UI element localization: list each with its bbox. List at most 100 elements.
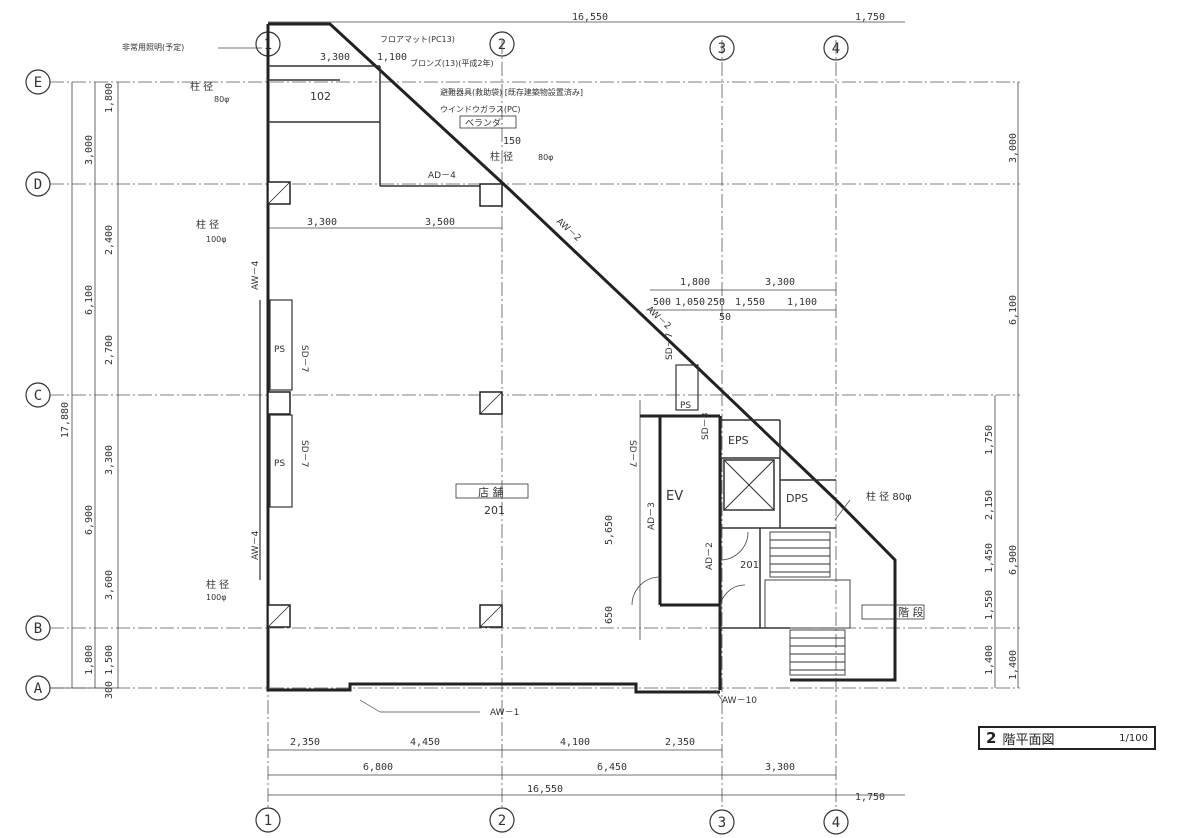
code-sd8: SD－8: [701, 412, 711, 440]
pillar-label-right: 柱 径 80φ: [866, 490, 912, 503]
room-ps-2: PS: [274, 459, 285, 469]
dim-overhang-right: 1,750: [855, 12, 885, 23]
code-ad2: AD－2: [705, 542, 715, 570]
pillar-size-low: 100φ: [206, 593, 227, 602]
dim-left-outer-10: 300: [104, 681, 115, 699]
code-aw4b: AW－4: [251, 530, 261, 560]
dim-right-inner-3: 1,550: [984, 590, 995, 620]
note-rail: 避難器具(救助袋) [既存建築物設置済み]: [440, 87, 583, 97]
dim-right-inner-2: 1,450: [984, 543, 995, 573]
pillar-size-top2: 80φ: [538, 153, 553, 162]
code-aw2a: AW－2: [554, 217, 582, 244]
stairs-tag: [861, 604, 925, 620]
drawing-title: 階平面図: [1002, 732, 1055, 748]
pillar-label-top: 柱 径: [190, 80, 213, 93]
room-ps-3: PS: [680, 401, 691, 411]
grid-row-d: D: [34, 177, 42, 193]
dim-left-outer-7: 3,600: [104, 570, 115, 600]
dim-core-sub-2: 250: [707, 297, 725, 308]
dim-150: 150: [503, 136, 521, 147]
dim-b2-1: 6,450: [597, 762, 627, 773]
dim-core-sub-1: 1,050: [675, 297, 705, 308]
dim-core-top-0: 1,800: [680, 277, 710, 288]
dim-left-outer-8: 1,800: [84, 645, 95, 675]
grid-col-4-bottom: 4: [832, 815, 840, 831]
dim-core-v-1: 650: [604, 606, 615, 624]
grid-row-a: A: [34, 681, 43, 697]
elevator-shaft: [723, 459, 775, 511]
dim-left-outer-2: 6,100: [84, 285, 95, 315]
dim-core-sub-0: 500: [653, 297, 671, 308]
code-sd7c: SD－7: [627, 440, 637, 467]
room-dps: DPS: [786, 492, 808, 505]
room-main-tag: [455, 483, 529, 499]
grid-bubbles: [25, 31, 849, 835]
secondary-walls: [268, 65, 836, 629]
dimension-lines: [50, 21, 1019, 796]
pillar-size-top: 80φ: [214, 95, 229, 104]
leader-lines: [218, 47, 851, 713]
code-aw1: AW－1: [490, 708, 519, 718]
pipe-shafts: [259, 299, 699, 580]
dim-core-v-0: 5,650: [604, 515, 615, 545]
dim-b1-2: 4,100: [560, 737, 590, 748]
drawing-floor-number: 2: [986, 729, 997, 747]
label-balcony: ベランダ: [465, 117, 501, 129]
dim-left-outer-0: 1,800: [104, 83, 115, 113]
building-walls: [266, 22, 897, 694]
code-aw10: AW－10: [722, 696, 757, 706]
code-sd7b: SD－7: [299, 440, 309, 467]
dim-b1-0: 2,350: [290, 737, 320, 748]
stairs: [764, 531, 851, 676]
dim-b1-3: 2,350: [665, 737, 695, 748]
pillar-label-top2: 柱 径: [490, 150, 513, 163]
columns: [267, 181, 503, 628]
dim-left-outer-6: 3,300: [104, 445, 115, 475]
dim-left-outer-5: 6,900: [84, 505, 95, 535]
dim-b2-0: 6,800: [363, 762, 393, 773]
drawing-scale: 1/100: [1119, 732, 1148, 744]
drawing-title-box: 2 階平面図 1/100: [978, 726, 1156, 750]
dim-top-small2: 1,100: [377, 52, 407, 63]
dim-right-outer-0: 3,000: [1008, 133, 1019, 163]
code-sd7d: SD－7: [665, 333, 675, 360]
room-ev: EV: [666, 489, 683, 504]
dim-core-50: 50: [719, 312, 731, 323]
dim-core-sub-3: 1,550: [735, 297, 765, 308]
grid-col-2-bottom: 2: [498, 813, 506, 829]
dim-left-outer-4: 2,700: [104, 335, 115, 365]
dim-top-small: 3,300: [320, 52, 350, 63]
dim-core-sub-4: 1,100: [787, 297, 817, 308]
room-ps-1: PS: [274, 345, 285, 355]
grid-col-3-bottom: 3: [718, 815, 726, 831]
dim-left-outer-3: 2,400: [104, 225, 115, 255]
dim-left-outer-1: 3,000: [84, 135, 95, 165]
code-aw2b: AW－2: [644, 305, 672, 332]
pillar-size-mid: 100φ: [206, 235, 227, 244]
dim-right-outer-2: 6,900: [1008, 545, 1019, 575]
room-main: 店 舗: [478, 485, 504, 499]
dim-mid-b: 3,500: [425, 217, 455, 228]
pillar-label-mid: 柱 径: [196, 218, 219, 231]
grid-row-e: E: [34, 75, 42, 91]
pillar-label-low: 柱 径: [206, 578, 229, 591]
note-toilet: 非常用照明(予定): [122, 42, 184, 52]
dim-bottom-right: 1,750: [855, 792, 885, 803]
dim-overall-width: 16,550: [572, 12, 608, 23]
dim-b2-2: 3,300: [765, 762, 795, 773]
dim-right-inner-4: 1,400: [984, 645, 995, 675]
grid-col-3-top: 3: [718, 41, 726, 57]
code-sd7a: SD－7: [299, 345, 309, 372]
code-aw4a: AW－4: [251, 260, 261, 290]
note-glass: ウインドウガラス(PC): [440, 104, 521, 114]
note-top-1: フロアマット(PC13): [380, 35, 455, 44]
grid-lines: [50, 40, 1020, 810]
room-eps: EPS: [728, 434, 749, 447]
grid-col-2-top: 2: [498, 37, 506, 53]
code-ad4: AD－4: [428, 171, 456, 181]
room-102: 102: [310, 90, 331, 103]
dim-right-outer-3: 1,400: [1008, 650, 1019, 680]
dim-right-inner-0: 1,750: [984, 425, 995, 455]
dim-overall-depth: 17,880: [60, 402, 71, 438]
